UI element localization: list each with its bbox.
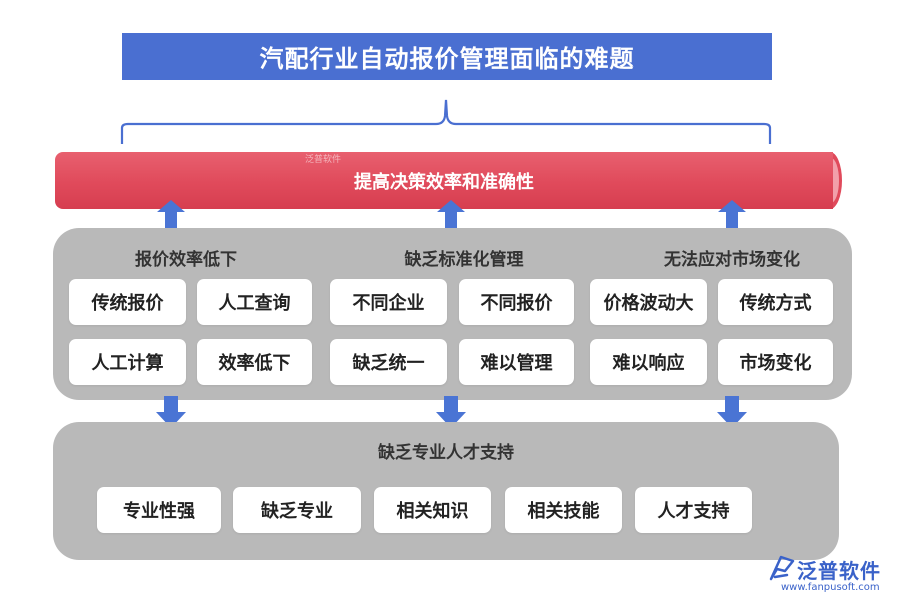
card-different-quotes: 不同报价 <box>459 279 574 325</box>
goal-banner: 提高决策效率和准确性 <box>55 152 833 209</box>
card-manual-calc: 人工计算 <box>69 339 186 385</box>
group-title-talent: 缺乏专业人才支持 <box>378 443 514 463</box>
card-talent-support: 人才支持 <box>635 487 752 533</box>
banner-watermark: 泛普软件 <box>305 155 342 165</box>
down-arrow-icon-1 <box>156 396 186 428</box>
card-manual-query: 人工查询 <box>197 279 312 325</box>
card-lack-expertise: 缺乏专业 <box>233 487 361 533</box>
card-price-volatility: 价格波动大 <box>590 279 707 325</box>
down-arrow-icon-3 <box>717 396 747 428</box>
group-title-efficiency: 报价效率低下 <box>135 250 237 270</box>
card-traditional-quote: 传统报价 <box>69 279 186 325</box>
card-hard-to-respond: 难以响应 <box>590 339 707 385</box>
logo-name: 泛普软件 <box>797 559 881 583</box>
card-lack-unity: 缺乏统一 <box>330 339 447 385</box>
card-related-knowledge: 相关知识 <box>374 487 491 533</box>
card-traditional-method: 传统方式 <box>718 279 833 325</box>
group-title-market: 无法应对市场变化 <box>664 250 800 270</box>
card-hard-to-manage: 难以管理 <box>459 339 574 385</box>
brace-connector <box>120 99 772 144</box>
card-different-companies: 不同企业 <box>330 279 447 325</box>
fanpu-logo-icon <box>769 555 795 581</box>
group-title-standardization: 缺乏标准化管理 <box>404 250 524 270</box>
card-highly-professional: 专业性强 <box>97 487 221 533</box>
card-low-efficiency: 效率低下 <box>197 339 312 385</box>
card-related-skills: 相关技能 <box>505 487 622 533</box>
card-market-change: 市场变化 <box>718 339 833 385</box>
logo-url: www.fanpusoft.com <box>781 582 880 593</box>
down-arrow-icon-2 <box>436 396 466 428</box>
diagram-title: 汽配行业自动报价管理面临的难题 <box>122 33 772 80</box>
